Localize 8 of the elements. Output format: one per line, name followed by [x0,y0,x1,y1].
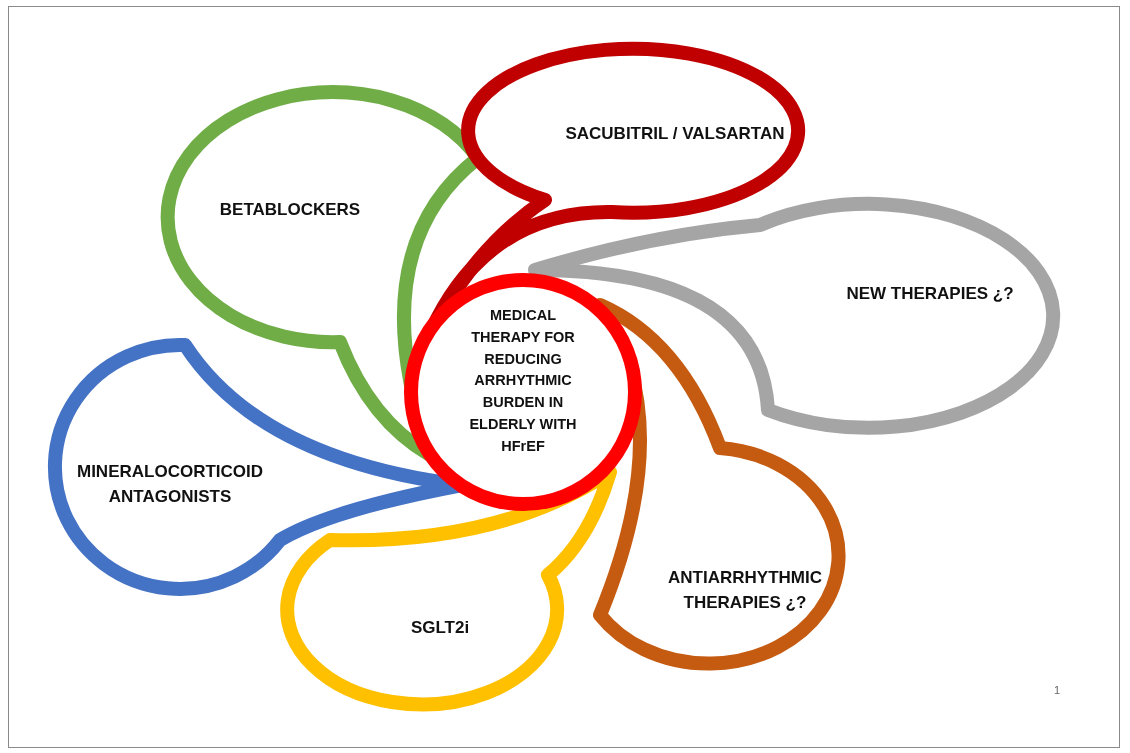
center-text: MEDICAL THERAPY FOR REDUCING ARRHYTHMIC BURDEN IN ELDERLY WITH HFrEF [468,306,578,456]
page-number: 1 [1054,684,1061,696]
bubble-text: SGLT2i [409,617,471,639]
bubble-text: NEW THERAPIES ¿? [845,283,1015,305]
bubble-text: MINERALOCORTICOID ANTAGONISTS [75,461,264,508]
bubble-text: SACUBITRIL / VALSARTAN [564,123,786,145]
bubble-text: BETABLOCKERS [218,199,362,221]
bubble-text: ANTIARRHYTHMIC THERAPIES ¿? [667,567,823,614]
